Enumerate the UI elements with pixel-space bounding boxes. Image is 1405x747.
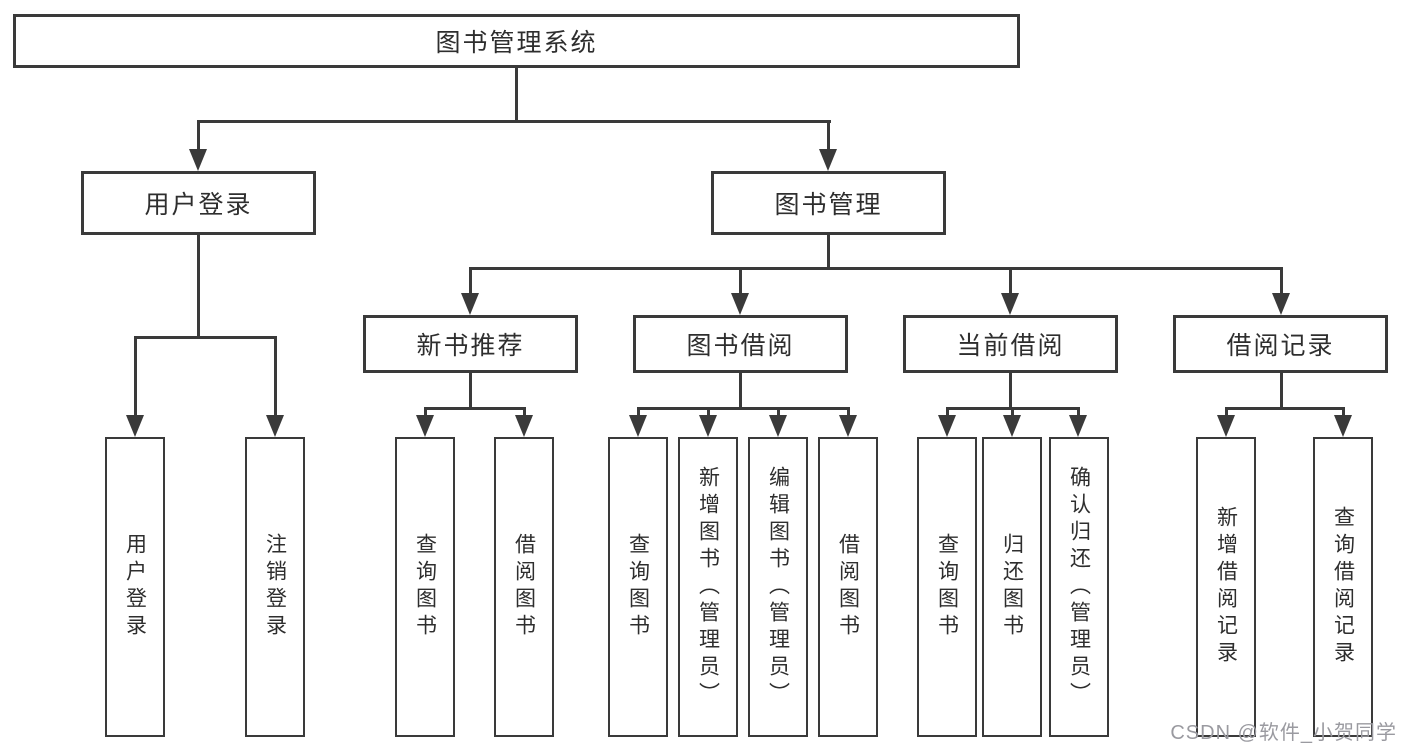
node-book-management: 图书管理 bbox=[711, 171, 946, 235]
connector-line bbox=[847, 407, 850, 417]
connector-line bbox=[739, 373, 742, 410]
leaf-query-borrow-record: 查询借阅记录 bbox=[1313, 437, 1373, 737]
connector-line bbox=[197, 234, 200, 339]
arrow-down-icon bbox=[266, 415, 284, 437]
arrow-down-icon bbox=[126, 415, 144, 437]
leaf-borrow-books: 借阅图书 bbox=[818, 437, 878, 737]
connector-line bbox=[134, 336, 277, 339]
connector-line bbox=[1009, 267, 1012, 295]
leaf-recommend-borrow-books: 借阅图书 bbox=[494, 437, 554, 737]
arrow-down-icon bbox=[629, 415, 647, 437]
node-book-borrow: 图书借阅 bbox=[633, 315, 848, 373]
leaf-add-books-admin-label: 新增图书（管理员） bbox=[696, 465, 721, 709]
connector-line bbox=[134, 336, 137, 417]
connector-line bbox=[424, 407, 526, 410]
leaf-query-borrow-record-label: 查询借阅记录 bbox=[1331, 506, 1356, 668]
node-book-borrow-label: 图书借阅 bbox=[686, 333, 795, 360]
connector-line bbox=[523, 407, 526, 417]
leaf-add-borrow-record: 新增借阅记录 bbox=[1196, 437, 1256, 737]
node-book-management-label: 图书管理 bbox=[774, 192, 883, 219]
connector-line bbox=[1342, 407, 1345, 417]
leaf-confirm-return-admin: 确认归还（管理员） bbox=[1049, 437, 1109, 737]
connector-line bbox=[197, 120, 200, 151]
connector-line bbox=[274, 336, 277, 417]
leaf-borrow-books-label: 借阅图书 bbox=[836, 533, 861, 641]
connector-line bbox=[1225, 407, 1345, 410]
leaf-recommend-query-books-label: 查询图书 bbox=[413, 533, 438, 641]
leaf-logout: 注销登录 bbox=[245, 437, 305, 737]
leaf-confirm-return-admin-label: 确认归还（管理员） bbox=[1067, 465, 1092, 709]
leaf-edit-books-admin: 编辑图书（管理员） bbox=[748, 437, 808, 737]
arrow-down-icon bbox=[1001, 293, 1019, 315]
node-borrow-records-label: 借阅记录 bbox=[1226, 333, 1335, 360]
leaf-borrow-query-books: 查询图书 bbox=[608, 437, 668, 737]
arrow-down-icon bbox=[1272, 293, 1290, 315]
node-borrow-records: 借阅记录 bbox=[1173, 315, 1388, 373]
connector-line bbox=[777, 407, 780, 417]
connector-line bbox=[827, 120, 830, 151]
leaf-return-books: 归还图书 bbox=[982, 437, 1042, 737]
node-library-system-label: 图书管理系统 bbox=[435, 30, 598, 57]
connector-line bbox=[469, 267, 472, 295]
arrow-down-icon bbox=[839, 415, 857, 437]
arrow-down-icon bbox=[189, 149, 207, 171]
connector-line bbox=[469, 373, 472, 410]
connector-line bbox=[637, 407, 850, 410]
arrow-down-icon bbox=[731, 293, 749, 315]
connector-line bbox=[197, 120, 831, 123]
leaf-user-login: 用户登录 bbox=[105, 437, 165, 737]
node-user-login: 用户登录 bbox=[81, 171, 316, 235]
connector-line bbox=[637, 407, 640, 417]
connector-line bbox=[739, 267, 742, 295]
connector-line bbox=[1009, 373, 1012, 410]
leaf-add-books-admin: 新增图书（管理员） bbox=[678, 437, 738, 737]
arrow-down-icon bbox=[819, 149, 837, 171]
connector-line bbox=[827, 234, 830, 270]
arrow-down-icon bbox=[1069, 415, 1087, 437]
arrow-down-icon bbox=[416, 415, 434, 437]
leaf-current-query-books: 查询图书 bbox=[917, 437, 977, 737]
leaf-recommend-borrow-books-label: 借阅图书 bbox=[512, 533, 537, 641]
connector-line bbox=[707, 407, 710, 417]
csdn-watermark: CSDN @软件_小贺同学 bbox=[1170, 722, 1397, 744]
arrow-down-icon bbox=[515, 415, 533, 437]
leaf-edit-books-admin-label: 编辑图书（管理员） bbox=[766, 465, 791, 709]
arrow-down-icon bbox=[1334, 415, 1352, 437]
arrow-down-icon bbox=[461, 293, 479, 315]
arrow-down-icon bbox=[1003, 415, 1021, 437]
leaf-logout-label: 注销登录 bbox=[263, 533, 288, 641]
connector-line bbox=[1280, 373, 1283, 410]
connector-line bbox=[1225, 407, 1228, 417]
arrow-down-icon bbox=[699, 415, 717, 437]
arrow-down-icon bbox=[938, 415, 956, 437]
connector-line bbox=[1077, 407, 1080, 417]
connector-line bbox=[469, 267, 1283, 270]
arrow-down-icon bbox=[1217, 415, 1235, 437]
connector-line bbox=[515, 68, 518, 123]
leaf-return-books-label: 归还图书 bbox=[1000, 533, 1025, 641]
connector-line bbox=[946, 407, 949, 417]
leaf-user-login-label: 用户登录 bbox=[123, 533, 148, 641]
leaf-recommend-query-books: 查询图书 bbox=[395, 437, 455, 737]
node-library-system: 图书管理系统 bbox=[13, 14, 1020, 68]
leaf-add-borrow-record-label: 新增借阅记录 bbox=[1214, 506, 1239, 668]
node-user-login-label: 用户登录 bbox=[144, 192, 253, 219]
node-current-borrow: 当前借阅 bbox=[903, 315, 1118, 373]
node-current-borrow-label: 当前借阅 bbox=[956, 333, 1065, 360]
leaf-borrow-query-books-label: 查询图书 bbox=[626, 533, 651, 641]
arrow-down-icon bbox=[769, 415, 787, 437]
connector-line bbox=[424, 407, 427, 417]
node-new-book-recommend-label: 新书推荐 bbox=[416, 333, 525, 360]
node-new-book-recommend: 新书推荐 bbox=[363, 315, 578, 373]
connector-line bbox=[1280, 267, 1283, 295]
leaf-current-query-books-label: 查询图书 bbox=[935, 533, 960, 641]
connector-line bbox=[1011, 407, 1014, 417]
